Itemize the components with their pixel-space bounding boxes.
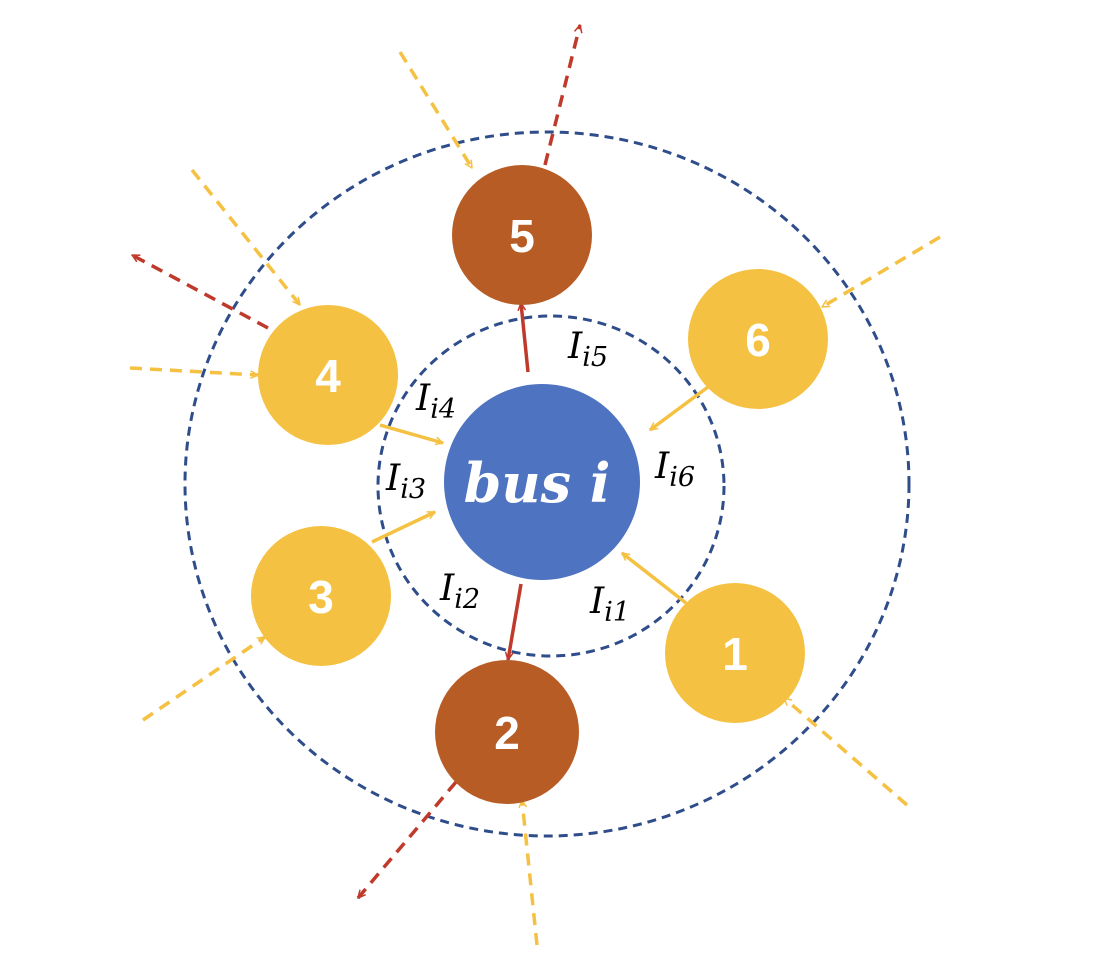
bus-label: bus i (464, 451, 611, 515)
external-inflow-arrow-4b (129, 366, 258, 375)
node-4-label: 4 (315, 350, 341, 402)
external-inflow-arrow-1 (784, 696, 909, 807)
node-1-label: 1 (722, 628, 748, 680)
current-label-i3: Ii3 (385, 458, 426, 505)
external-outflow-arrow-5 (543, 25, 580, 166)
node-6-circle (688, 269, 828, 409)
bus-node (444, 384, 640, 580)
node-4-circle (258, 305, 398, 445)
external-inflow-arrow-2 (522, 800, 539, 946)
node-3-label: 3 (308, 571, 334, 623)
current-arrow-i5 (521, 303, 530, 373)
external-inflow-arrow-5 (398, 51, 474, 168)
node-2-label: 2 (494, 707, 520, 759)
current-label-i5: Ii5 (567, 326, 608, 373)
node-3-circle (251, 526, 391, 666)
outer-boundary-ring (183, 130, 911, 838)
current-label-i6: Ii6 (654, 446, 695, 493)
node-5-circle (452, 165, 592, 305)
inner-boundary-ring (376, 314, 726, 658)
node-1-circle (665, 583, 805, 723)
external-outflow-arrow-2 (356, 780, 458, 898)
current-arrow-i6 (650, 385, 710, 432)
current-arrow-i1 (622, 551, 688, 605)
external-inflow-arrow-6 (822, 235, 941, 309)
current-arrow-i3 (371, 510, 435, 544)
current-arrow-i2 (508, 583, 523, 660)
current-label-i1: Ii1 (589, 581, 630, 628)
external-outflow-arrow-4 (132, 253, 269, 330)
current-label-i4: Ii4 (415, 378, 456, 425)
current-label-i2: Ii2 (439, 568, 480, 615)
current-arrow-i4 (379, 423, 443, 443)
external-inflow-arrow-4a (190, 168, 302, 305)
node-5-label: 5 (509, 210, 535, 262)
node-6-label: 6 (745, 314, 771, 366)
external-inflow-arrow-3 (142, 635, 265, 722)
node-2-circle (435, 660, 579, 804)
